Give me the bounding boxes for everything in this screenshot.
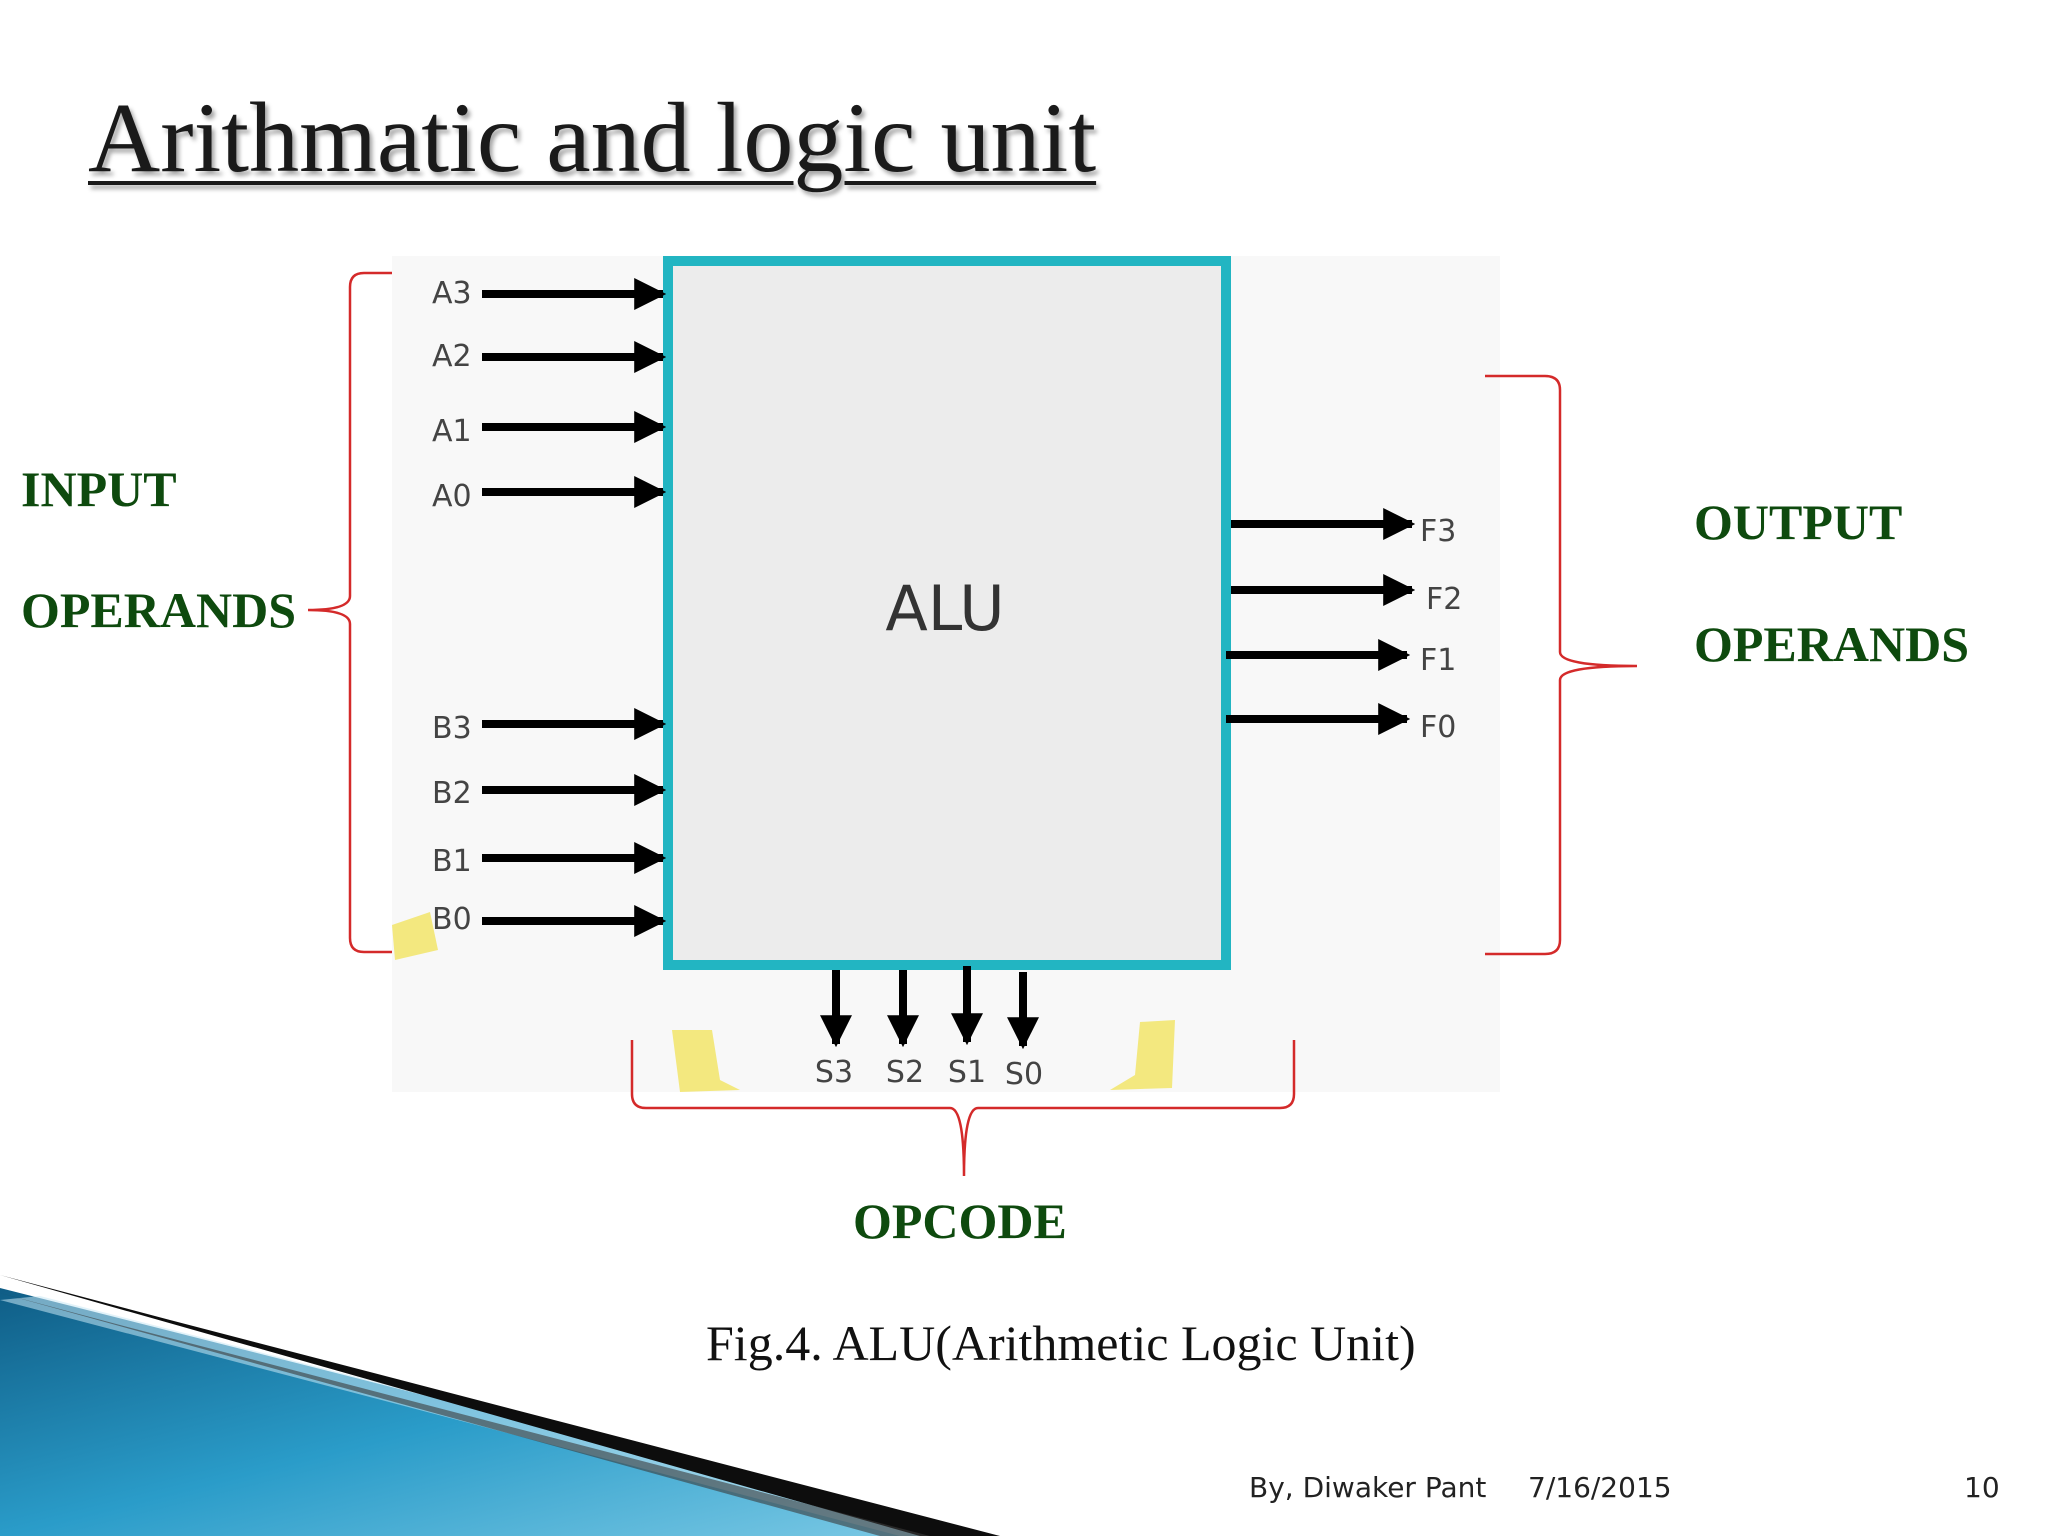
- signal-label-f2: F2: [1426, 582, 1462, 617]
- input-brace: [307, 271, 392, 954]
- signal-label-s3: S3: [815, 1055, 853, 1090]
- select-s-group: S3 S2 S1 S0: [815, 966, 1043, 1092]
- signal-label-s2: S2: [886, 1055, 924, 1090]
- footer-date: 7/16/2015: [1528, 1471, 1672, 1504]
- signal-label-f0: F0: [1420, 710, 1456, 745]
- input-label-line1: INPUT: [21, 461, 177, 517]
- footer-author: By, Diwaker Pant: [1249, 1471, 1487, 1504]
- signal-label-f3: F3: [1420, 514, 1456, 549]
- output-label-line2: OPERANDS: [1694, 616, 1970, 672]
- signal-label-s1: S1: [948, 1055, 986, 1090]
- signal-label-b3: B3: [432, 711, 472, 746]
- figure-caption: Fig.4. ALU(Arithmetic Logic Unit): [706, 1315, 1416, 1371]
- signal-label-s0: S0: [1005, 1057, 1043, 1092]
- signal-label-a2: A2: [432, 339, 472, 374]
- footer-page-number: 10: [1964, 1471, 2000, 1504]
- signal-label-a1: A1: [432, 414, 472, 449]
- signal-label-b1: B1: [432, 844, 472, 879]
- output-label-line1: OUTPUT: [1694, 494, 1903, 550]
- signal-label-f1: F1: [1420, 643, 1456, 678]
- slide-title: Arithmatic and logic unit: [88, 82, 1097, 193]
- signal-label-a3: A3: [432, 276, 472, 311]
- corner-decoration: [0, 1275, 1000, 1536]
- input-b-group: B3 B2 B1 B0: [432, 708, 667, 937]
- signal-label-b2: B2: [432, 776, 472, 811]
- signal-label-b0: B0: [432, 902, 472, 937]
- signal-label-a0: A0: [432, 479, 472, 514]
- output-f-group: F3 F2 F1 F0: [1226, 508, 1462, 745]
- opcode-brace: [630, 1040, 1296, 1177]
- output-brace: [1485, 374, 1638, 956]
- highlighter-marks: [392, 912, 1175, 1092]
- alu-block: [663, 256, 1231, 970]
- input-a-group: A3 A2 A1 A0: [432, 276, 667, 514]
- opcode-label: OPCODE: [853, 1193, 1067, 1249]
- input-label-line2: OPERANDS: [21, 582, 297, 638]
- alu-label: ALU: [885, 572, 1004, 645]
